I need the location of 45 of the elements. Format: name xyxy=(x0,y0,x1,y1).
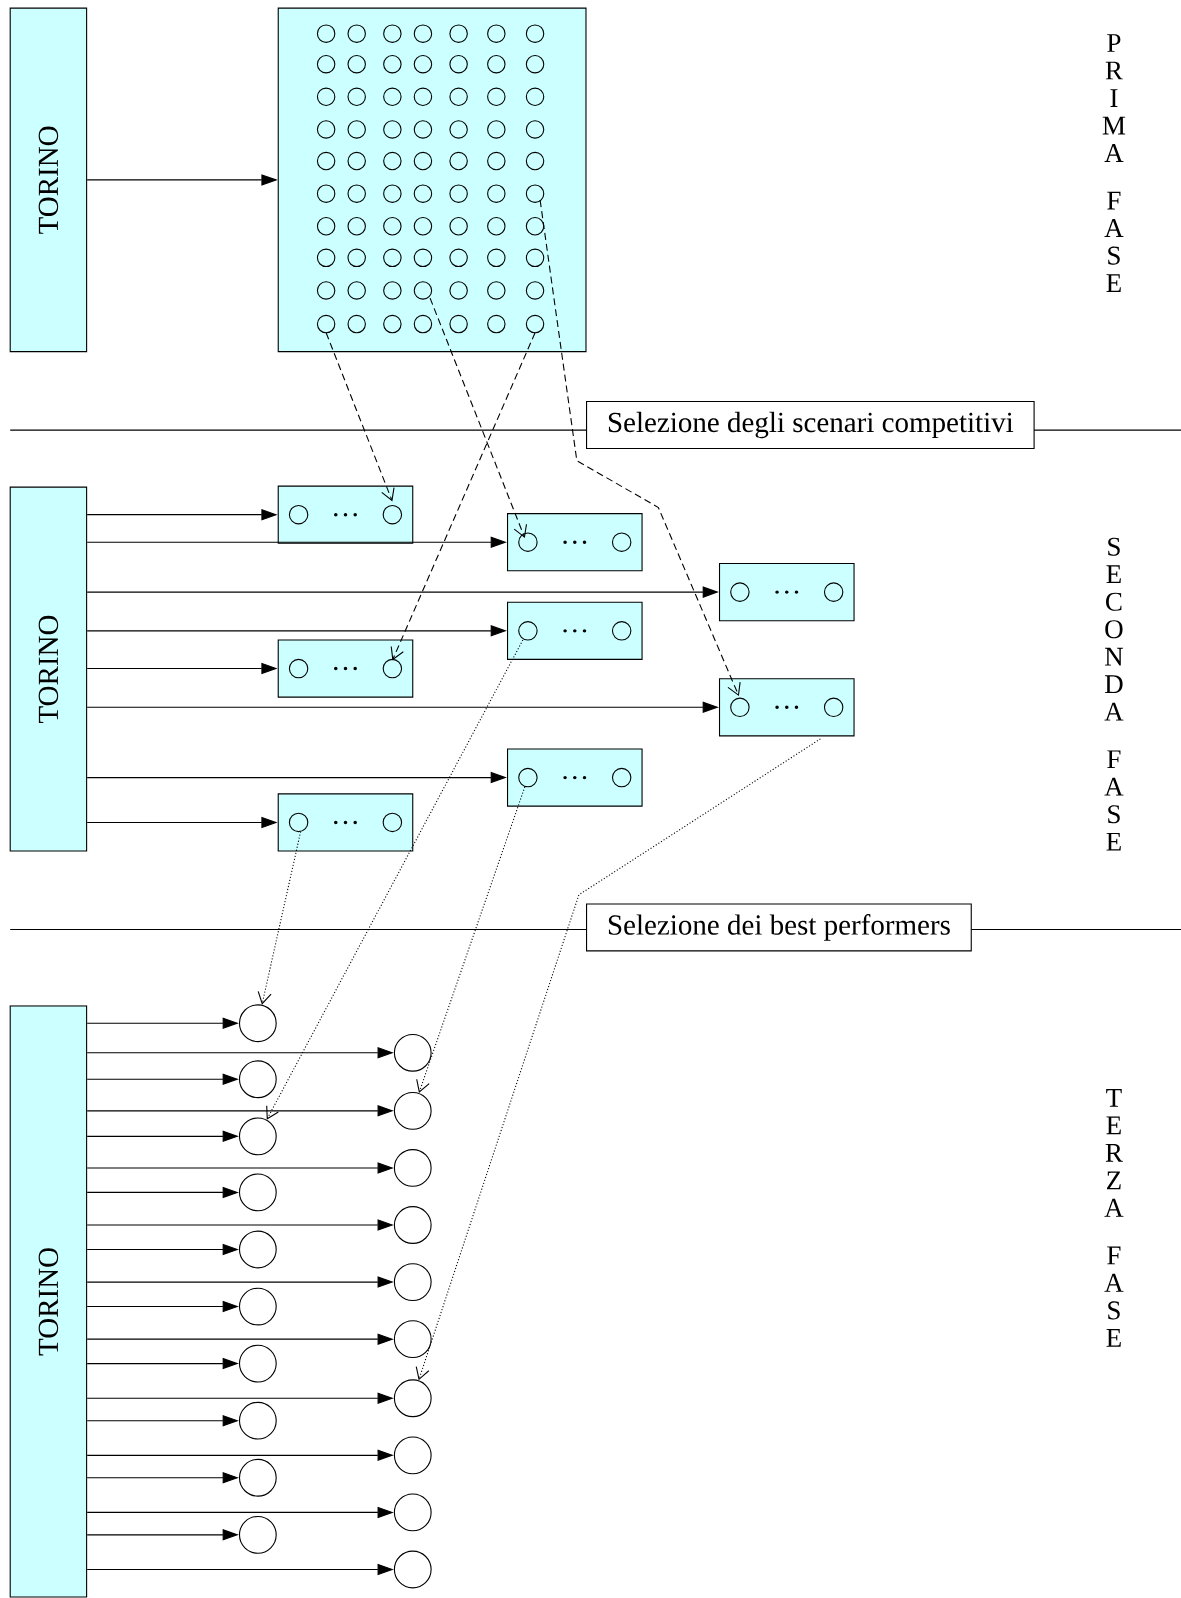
circle xyxy=(393,1263,432,1301)
circle xyxy=(238,1117,277,1156)
dashed-arrow xyxy=(539,199,741,697)
city-box: TORINO xyxy=(9,486,88,852)
circle xyxy=(238,1344,277,1383)
circle xyxy=(393,1033,432,1072)
circle xyxy=(393,1206,432,1244)
circle xyxy=(238,1515,277,1554)
circle xyxy=(238,1401,277,1440)
circle xyxy=(393,1379,432,1418)
phase-label: TERZA FASE xyxy=(1104,1089,1124,1347)
scenario-box: … xyxy=(277,793,414,852)
phase-label: PRIMA FASE xyxy=(1102,34,1126,292)
city-box: TORINO xyxy=(9,1005,88,1598)
dashed-arrow xyxy=(429,297,527,539)
circle xyxy=(393,1149,432,1187)
dotted-arrow xyxy=(415,738,821,1381)
circle xyxy=(393,1493,432,1532)
circle xyxy=(393,1091,432,1130)
circle xyxy=(238,1287,277,1326)
circle xyxy=(393,1436,432,1475)
selection-box: Selezione dei best performers xyxy=(585,903,972,952)
dotted-arrow xyxy=(416,786,526,1093)
dotted-arrow xyxy=(266,639,524,1120)
circle xyxy=(393,1320,432,1359)
scenario-box: … xyxy=(277,485,414,544)
selection-box: Selezione degli scenari competitivi xyxy=(585,400,1035,449)
phase-label: SECONDA FASE xyxy=(1104,537,1124,851)
scenario-box: … xyxy=(277,639,414,698)
scenario-box: … xyxy=(506,601,643,660)
scenario-box: … xyxy=(718,563,855,622)
circle xyxy=(238,1060,277,1099)
city-box: TORINO xyxy=(9,7,88,353)
circle xyxy=(238,1173,277,1212)
scenario-box: … xyxy=(506,748,643,807)
dashed-arrow xyxy=(325,332,395,502)
circle xyxy=(393,1550,432,1589)
circle xyxy=(238,1230,277,1269)
dotted-arrow xyxy=(257,831,302,1005)
scenario-box: … xyxy=(506,513,643,572)
dashed-arrow xyxy=(390,332,536,661)
circle xyxy=(238,1004,277,1043)
circle xyxy=(238,1458,277,1497)
grid-box xyxy=(277,7,587,353)
scenario-box: … xyxy=(718,678,855,737)
